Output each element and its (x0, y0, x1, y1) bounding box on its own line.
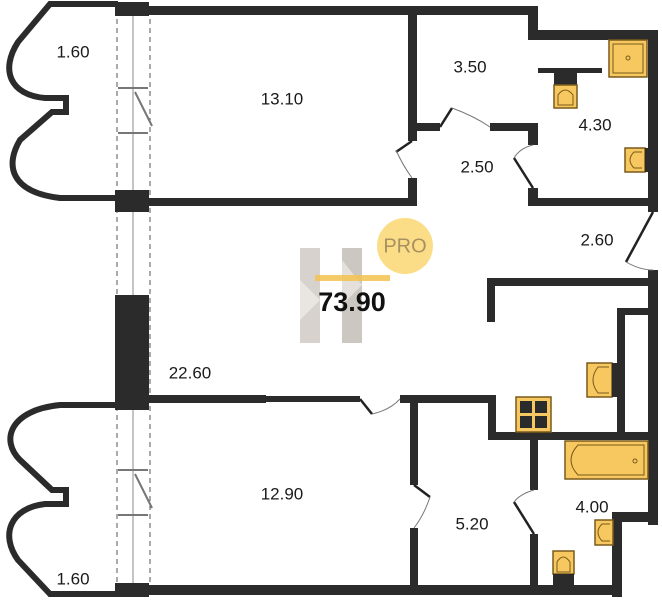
sink-icon (624, 147, 649, 173)
accent-bar (315, 275, 390, 281)
room-area-bedroom-bottom: 12.90 (261, 484, 304, 503)
sink-icon (594, 519, 614, 546)
toilet-icon (552, 550, 575, 586)
stove-icon (515, 396, 552, 433)
pro-badge-label: PRO (383, 235, 426, 257)
room-area-bathroom-bottom: 4.00 (575, 497, 608, 516)
room-area-balcony-bottom: 1.60 (56, 569, 89, 588)
fixtures (515, 39, 649, 586)
room-area-wardrobe: 5.20 (455, 514, 488, 533)
room-area-storage: 3.50 (453, 57, 486, 76)
window-column (115, 2, 153, 597)
toilet-icon (553, 73, 578, 109)
room-area-hall: 2.60 (580, 230, 613, 249)
balcony-bottom-outline (6, 402, 118, 597)
room-area-bedroom-top: 13.10 (261, 89, 304, 108)
bathtub-icon (564, 440, 649, 480)
balcony-top-outline (6, 1, 118, 201)
room-area-balcony-top: 1.60 (56, 42, 89, 61)
doors (359, 107, 655, 535)
shower-icon (608, 39, 648, 78)
brand-logo (300, 248, 362, 343)
total-area: 73.90 (318, 287, 386, 317)
room-area-corridor: 2.50 (460, 157, 493, 176)
pro-badge (377, 218, 433, 274)
room-area-living-kitchen: 22.60 (169, 363, 212, 382)
room-area-bathroom-top: 4.30 (578, 115, 611, 134)
sink-icon (586, 362, 618, 398)
walls (115, 6, 658, 597)
